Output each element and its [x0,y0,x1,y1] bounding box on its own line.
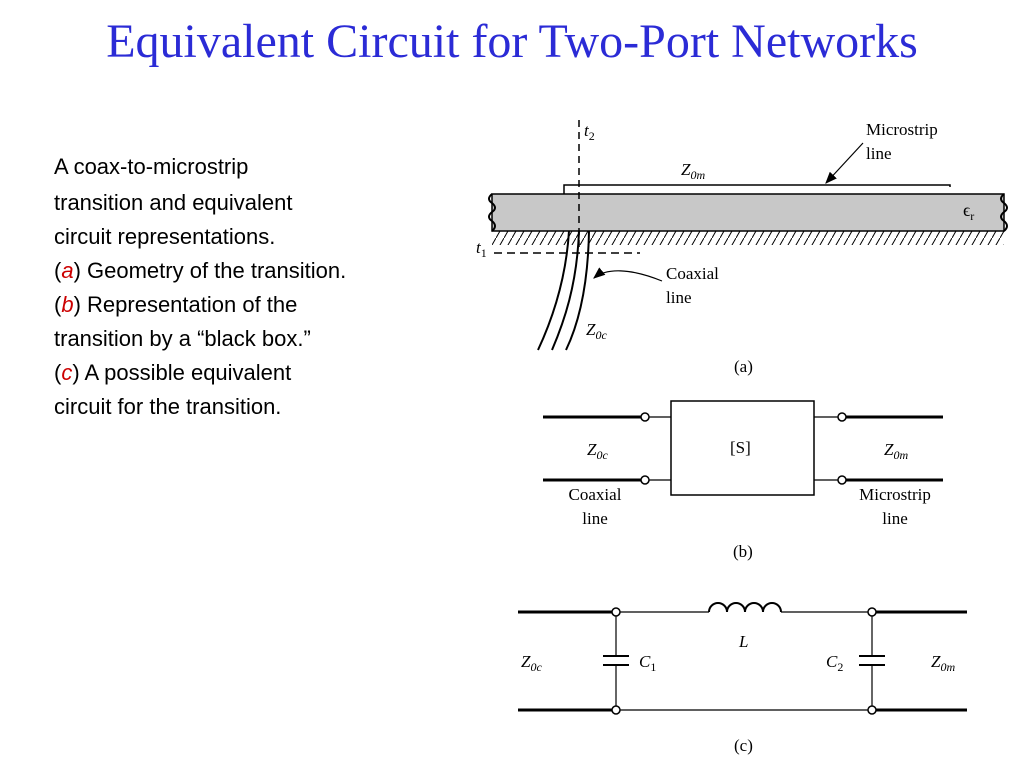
label-coaxial-1: Coaxial [666,264,719,283]
port2-top-terminal [837,412,847,422]
port2-bottom-terminal [837,475,847,485]
label-z0m-c: Z0m [931,652,955,674]
coax-arrow [593,267,663,282]
s-matrix-box [670,400,815,496]
label-z0m-b: Z0m [884,440,908,462]
substrate [491,193,1005,232]
caption-b-text: Representation of the [80,292,298,317]
figure-b-black-box: Z0c [S] Z0m Coaxial line Microstrip line… [543,400,943,561]
label-s-matrix: [S] [730,438,751,457]
label-figure-a: (a) [734,357,753,376]
caption-line-1: A coax-to-microstrip [54,154,249,179]
inductor-L [708,602,782,613]
label-t1: t1 [476,238,487,260]
label-z0c-b: Z0c [587,440,608,462]
label-figure-c: (c) [734,736,753,755]
caption-b-text-2: transition by a “black box.” [54,326,311,351]
caption-line-3: circuit representations. [54,224,276,249]
caption-a-letter: a [61,258,74,283]
caption-c-text: A possible equivalent [79,360,292,385]
node-top-right [867,607,877,617]
caption-c-text-2: circuit for the transition. [54,394,282,419]
label-z0c-a: Z0c [586,320,607,342]
caption-line-2: transition and equivalent [54,190,293,215]
caption-c-letter: c [61,360,73,385]
label-t2: t2 [584,121,595,143]
label-z0c-c: Z0c [521,652,542,674]
node-bottom-left [611,705,621,715]
node-bottom-right [867,705,877,715]
label-microstrip-1: Microstrip [866,120,938,139]
substrate-break-right [1000,193,1008,232]
label-coaxial-2: line [666,288,692,307]
microstrip-strip [563,184,951,194]
figure-caption: A coax-to-microstrip transition and equi… [54,150,454,424]
caption-b-letter: b [61,292,74,317]
port1-top-terminal [640,412,650,422]
label-c2: C2 [826,652,843,674]
caption-a-text: Geometry of the transition. [80,258,347,283]
caption-part-b: (b) Representation of the [54,292,298,317]
caption-part-a: (a) Geometry of the transition. [54,258,347,283]
coax-outer-right [565,230,590,351]
ground-plane-hatch [492,231,1004,245]
label-L: L [738,632,748,651]
caption-part-c: (c) A possible equivalent [54,360,292,385]
node-top-left [611,607,621,617]
coax-center [551,230,580,351]
figure-c-equivalent-circuit: Z0c C1 L C2 Z0m (c) [518,602,967,755]
label-c1: C1 [639,652,656,674]
label-coaxial-b-2: line [582,509,608,528]
microstrip-arrow [825,142,864,184]
label-microstrip-2: line [866,144,892,163]
label-figure-b: (b) [733,542,753,561]
label-coaxial-b-1: Coaxial [569,485,622,504]
label-microstrip-b-1: Microstrip [859,485,931,504]
label-microstrip-b-2: line [882,509,908,528]
port1-bottom-terminal [640,475,650,485]
slide-title: Equivalent Circuit for Two-Port Networks [106,15,918,68]
label-epsilon-r: ϵr [963,200,974,223]
coax-outer-left [537,230,570,351]
substrate-break-left [488,193,496,232]
label-z0m-a: Z0m [681,160,705,182]
figure-a-geometry: t2 t1 Z0m Microstrip line ϵr Coaxial lin… [476,120,1008,376]
